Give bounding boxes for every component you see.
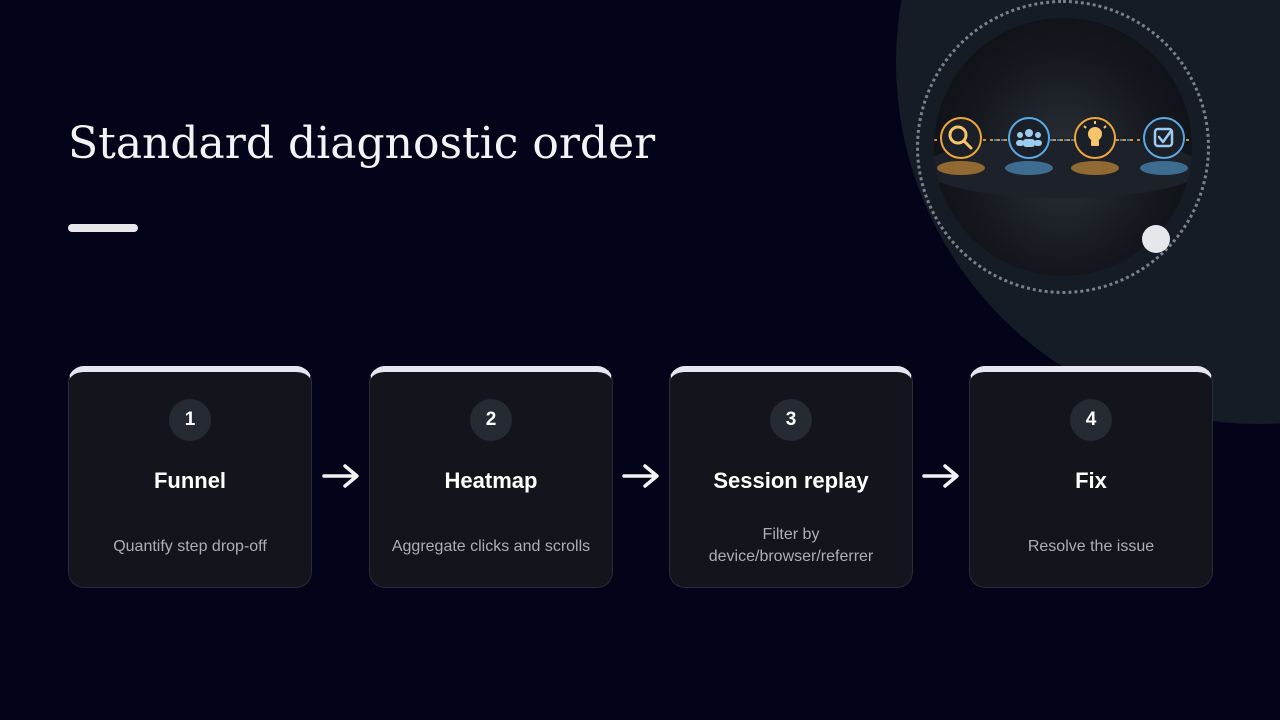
checkbox-icon: [1143, 117, 1185, 159]
step-number: 4: [1070, 399, 1112, 441]
decorative-dot: [1142, 225, 1170, 253]
step-description: Aggregate clicks and scrolls: [391, 538, 591, 555]
title-underline: [68, 224, 138, 232]
step-card-fix: 4 Fix Resolve the issue: [969, 366, 1213, 588]
arrow-right-icon: [322, 464, 359, 488]
step-number: 1: [169, 399, 211, 441]
step-description: Filter by device/browser/referrer: [708, 526, 874, 565]
search-icon: [940, 117, 982, 159]
step-card-heatmap: 2 Heatmap Aggregate clicks and scrolls: [369, 366, 613, 588]
step-card-funnel: 1 Funnel Quantify step drop-off: [68, 366, 312, 588]
arrow-right-icon: [622, 464, 659, 488]
users-icon: [1008, 117, 1050, 159]
lightbulb-icon: [1074, 117, 1116, 159]
dotted-ring: [916, 0, 1210, 294]
page-title: Standard diagnostic order: [68, 118, 656, 169]
step-title: Heatmap: [444, 468, 538, 493]
step-description: Resolve the issue: [1027, 538, 1155, 555]
step-card-session-replay: 3 Session replay Filter by device/browse…: [669, 366, 913, 588]
step-title: Funnel: [153, 468, 227, 493]
step-description: Quantify step drop-off: [113, 538, 267, 555]
step-number: 3: [770, 399, 812, 441]
step-number: 2: [470, 399, 512, 441]
arrow-right-icon: [922, 464, 959, 488]
step-title: Fix: [1075, 468, 1107, 493]
step-title: Session replay: [713, 468, 869, 493]
steps-row: 1 Funnel Quantify step drop-off 2 Heatma…: [68, 366, 1214, 590]
hero-image: [934, 18, 1192, 276]
